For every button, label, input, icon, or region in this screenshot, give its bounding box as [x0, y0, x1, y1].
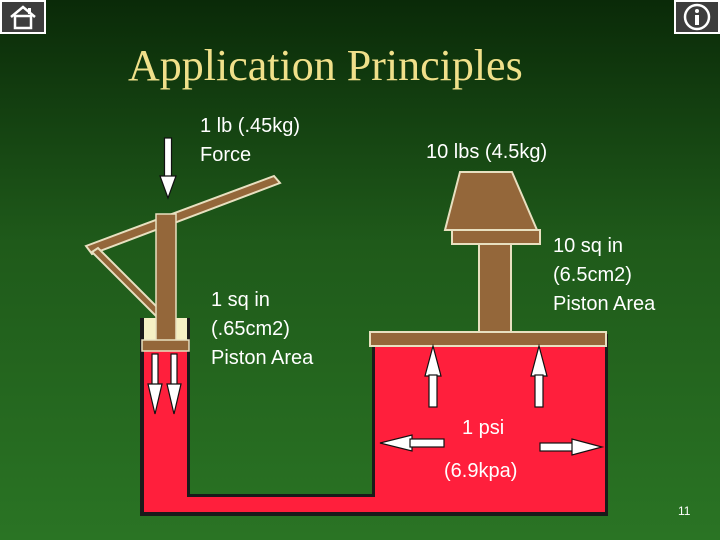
- large-piston: [369, 331, 607, 347]
- pressure-arrow-right: [539, 438, 605, 456]
- page-title: Application Principles: [128, 41, 523, 90]
- large-piston-assembly: [369, 171, 607, 347]
- small-piston-label: 1 sq in (.65cm2) Piston Area: [211, 289, 314, 369]
- small-piston-arrow-right: [166, 353, 182, 415]
- large-piston-arrow-right: [530, 343, 548, 408]
- pressure-arrow-left: [379, 434, 445, 452]
- small-piston-rod: [155, 213, 177, 343]
- fluid: [144, 347, 605, 512]
- large-piston-rod: [478, 243, 512, 333]
- page-number: 11: [678, 504, 691, 518]
- info-button[interactable]: [674, 0, 720, 34]
- input-force-label: 1 lb (.45kg) Force: [200, 115, 301, 166]
- pressure-metric-label: (6.9kpa): [444, 460, 518, 482]
- output-weight-label: 10 lbs (4.5kg): [426, 141, 548, 163]
- large-piston-arrow-left: [424, 343, 442, 408]
- small-piston: [141, 339, 190, 352]
- fluid-container: [140, 318, 608, 516]
- input-force-arrow: [159, 137, 177, 200]
- large-piston-label: 10 sq in (6.5cm2) Piston Area: [553, 235, 656, 315]
- pressure-value-label: 1 psi: [462, 417, 505, 439]
- info-icon: [683, 3, 711, 31]
- weight: [443, 171, 539, 231]
- home-button[interactable]: [0, 0, 46, 34]
- home-icon: [10, 5, 36, 30]
- lever: [84, 174, 282, 318]
- small-piston-arrow-left: [147, 353, 163, 415]
